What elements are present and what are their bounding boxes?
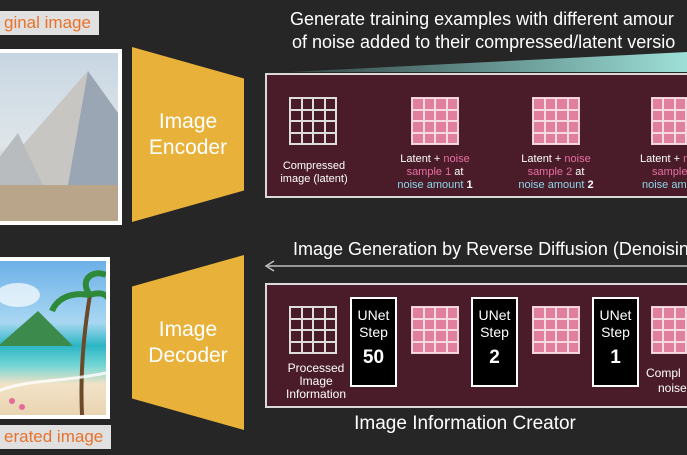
image-information-creator-text: Image Information Creator [354,413,576,434]
caption-3-amount-label: noise amo [642,179,687,191]
original-image-label: ginal image [0,11,99,35]
processed-line3: Information [285,387,347,401]
caption-2-sample: sample 2 [527,166,573,178]
generated-image-label: erated image [0,425,112,449]
unet-1-num: 1 [610,347,621,368]
caption-1-latent: Latent + [400,153,444,165]
generated-image-label-text: erated image [4,427,104,446]
latent-grid [289,97,337,145]
caption-0-line1: Compressed [282,160,346,172]
image-encoder: Image Encoder [132,47,244,222]
reverse-diffusion-heading-text: Image Generation by Reverse Diffusion (D… [293,239,687,259]
noisy-grid-3 [651,97,687,145]
noise-gradient-wedge [290,52,687,72]
unet-50-step: Step [359,324,388,340]
processed-caption: Processed Image Information [270,362,362,401]
unet-50-num: 50 [362,347,385,368]
complete-caption: Compl noise [646,366,687,396]
training-heading-line2: of noise added to their compressed/laten… [292,32,676,52]
caption-1-amount: 1 [466,179,473,191]
caption-3-latent: Latent + [640,153,684,165]
caption-1-at: at [451,166,464,178]
generated-image [0,257,110,419]
caption-0-line2: image (latent) [280,173,348,185]
reverse-arrow [264,260,687,272]
unet-2-step: Step [480,324,509,340]
unet-1-step: Step [601,324,630,340]
denoise-grid-1 [411,306,459,354]
image-decoder: Image Decoder [132,255,244,430]
training-caption-1: Latent + noise sample 1 at noise amount … [382,153,488,192]
training-caption-0: Compressed image (latent) [270,160,358,186]
unet-step-1: UNet Step 1 [592,297,639,387]
caption-2-noise: noise [564,153,591,165]
beach-photo [0,270,106,415]
processed-grid [289,306,337,354]
training-caption-3: Latent + n sample noise amo [640,153,687,192]
complete-line1: Compl [646,366,681,380]
unet-step-50: UNet Step 50 [350,297,397,387]
unet-2-num: 2 [489,347,500,368]
complete-line2: noise [658,381,687,395]
denoise-grid-3 [651,306,687,354]
caption-2-amount-label: noise amount [518,179,588,191]
caption-2-amount: 2 [587,179,594,191]
caption-1-noise: noise [443,153,470,165]
original-image [0,49,122,225]
denoise-grid-2 [532,306,580,354]
unet-1-name: UNet [599,307,632,323]
unet-50-name: UNet [357,307,390,323]
caption-2-latent: Latent + [521,153,565,165]
caption-3-sample: sample [652,166,687,178]
decoder-line2: Decoder [148,343,228,367]
training-heading: Generate training examples with differen… [270,8,687,54]
unet-step-2: UNet Step 2 [471,297,518,387]
reverse-diffusion-heading: Image Generation by Reverse Diffusion (D… [293,238,687,261]
noisy-grid-2 [532,97,580,145]
decoder-line1: Image [158,317,218,341]
encoder-line1: Image [158,109,218,133]
caption-2-at: at [572,166,585,178]
unet-2-name: UNet [478,307,511,323]
processed-line1: Processed [287,361,345,375]
caption-1-sample: sample 1 [406,166,452,178]
processed-line2: Image [299,374,333,388]
noisy-grid-1 [411,97,459,145]
training-caption-2: Latent + noise sample 2 at noise amount … [503,153,609,192]
image-information-creator-caption: Image Information Creator [265,412,665,435]
caption-1-amount-label: noise amount [397,179,467,191]
pyramid-photo [0,71,118,221]
training-heading-line1: Generate training examples with differen… [290,9,674,29]
original-image-label-text: ginal image [4,13,91,32]
encoder-line2: Encoder [148,135,228,159]
caption-3-noise: n [683,153,687,165]
